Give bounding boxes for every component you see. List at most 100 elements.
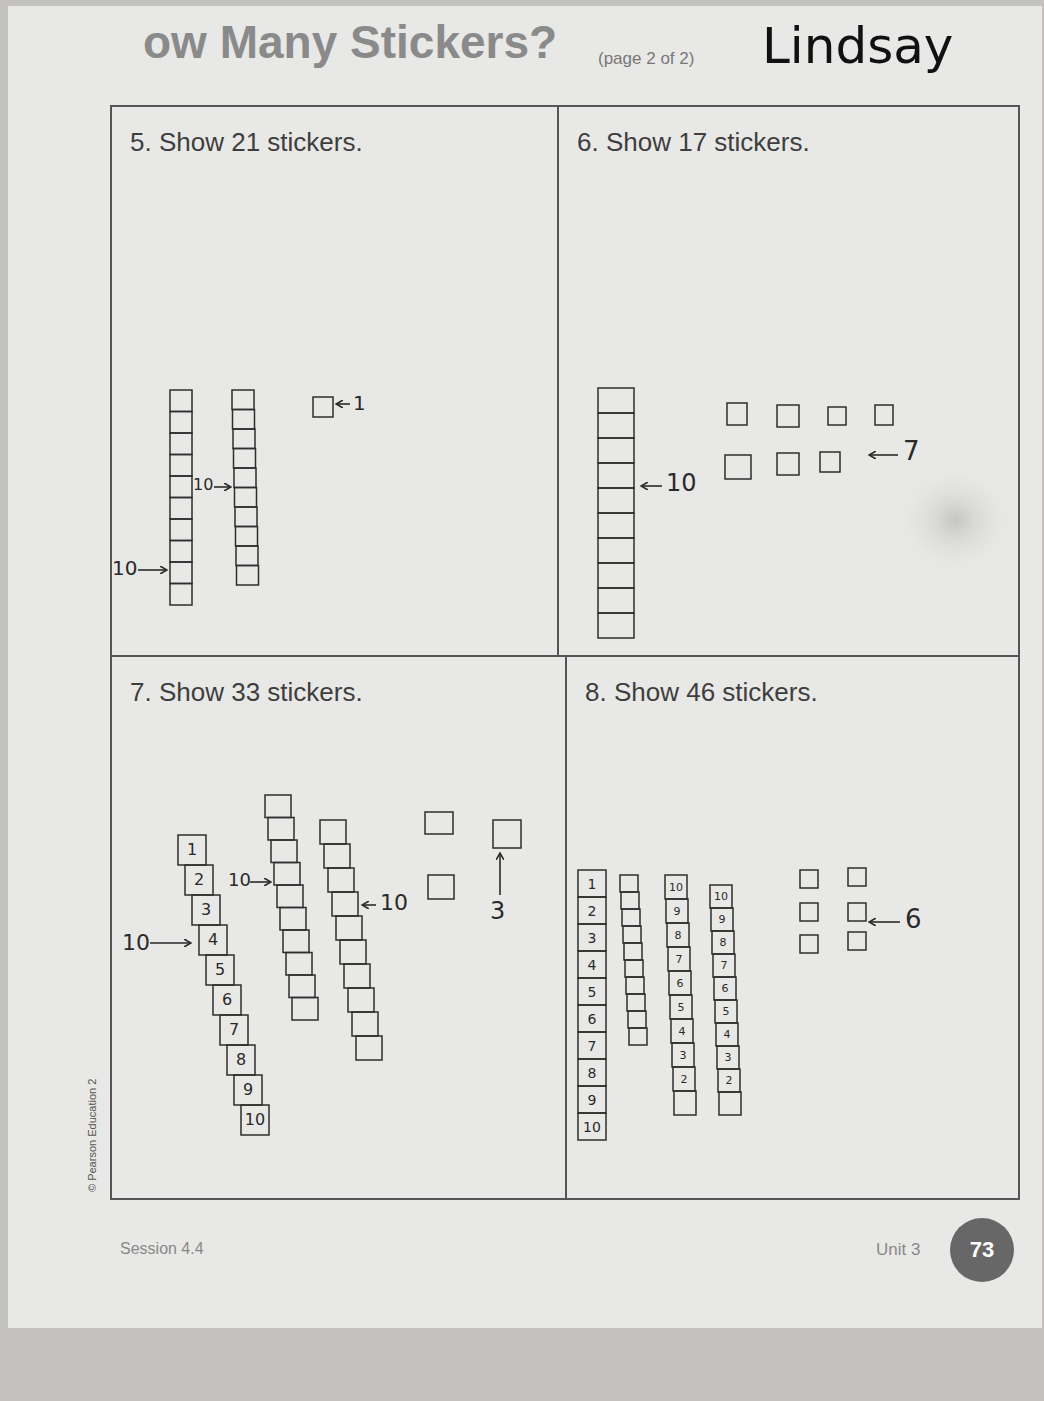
sticker-square	[236, 546, 258, 566]
sticker-square	[667, 923, 689, 947]
problem-panel: 6. Show 17 stickers.	[557, 105, 1020, 657]
sticker-square	[348, 988, 374, 1012]
hand-arrow	[250, 881, 270, 883]
sticker-square	[717, 1046, 739, 1069]
hand-arrow	[642, 485, 662, 487]
square-number: 1	[588, 877, 597, 891]
hand-arrow	[337, 403, 350, 405]
sticker-square	[170, 519, 192, 541]
square-number: 5	[678, 1002, 685, 1013]
sticker-square	[621, 892, 639, 909]
sticker-square	[578, 978, 606, 1005]
sticker-square	[622, 909, 640, 926]
hand-count: 10	[122, 930, 150, 955]
sticker-square	[627, 994, 645, 1011]
square-number: 2	[588, 904, 597, 918]
square-number: 4	[208, 932, 218, 948]
square-number: 5	[588, 985, 597, 999]
copyright: © Pearson Education 2	[86, 1079, 99, 1192]
sticker-square	[669, 971, 691, 995]
sticker-square	[598, 588, 634, 613]
sticker-square	[493, 820, 521, 848]
sticker-square	[234, 449, 256, 469]
sticker-square	[578, 1059, 606, 1086]
square-number: 8	[675, 930, 682, 941]
hand-count: 10	[193, 476, 213, 494]
sticker-square	[199, 925, 227, 955]
sticker-square	[170, 390, 192, 412]
sticker-square	[598, 438, 634, 463]
hand-count: 10	[380, 890, 408, 915]
hand-arrow	[138, 569, 166, 571]
sticker-square	[713, 954, 735, 977]
sticker-square	[625, 960, 643, 977]
sticker-square	[206, 955, 234, 985]
hand-arrow	[870, 454, 898, 456]
hand-count: 10	[112, 557, 137, 580]
sticker-square	[277, 885, 303, 908]
square-number: 6	[722, 983, 729, 994]
sticker-square	[178, 835, 206, 865]
sticker-square	[274, 863, 300, 886]
sticker-square	[313, 397, 333, 417]
hand-count: 1	[353, 392, 366, 415]
sticker-square	[241, 1105, 269, 1135]
sticker-square	[820, 452, 840, 472]
student-name: Lindsay	[762, 18, 953, 76]
sticker-square	[800, 870, 818, 888]
sticker-square	[233, 410, 255, 430]
sticker-square	[578, 924, 606, 951]
square-number: 2	[681, 1074, 688, 1085]
sticker-square	[716, 1023, 738, 1046]
sticker-square	[715, 1000, 737, 1023]
sticker-square	[170, 455, 192, 477]
sticker-square	[428, 875, 454, 899]
sticker-square	[232, 390, 254, 410]
sticker-square	[800, 935, 818, 953]
sticker-square	[620, 875, 638, 892]
sticker-square	[170, 412, 192, 434]
sticker-square	[286, 953, 312, 976]
square-number: 9	[243, 1082, 253, 1098]
sticker-square	[671, 1019, 693, 1043]
square-number: 7	[588, 1039, 597, 1053]
hand-count: 10	[666, 470, 697, 498]
sticker-square	[213, 985, 241, 1015]
sticker-square	[578, 951, 606, 978]
sticker-square	[848, 903, 866, 921]
hand-arrows	[138, 404, 900, 943]
problem-panel: 8. Show 46 stickers.	[565, 655, 1020, 1200]
sticker-square	[235, 507, 257, 527]
hand-count: 7	[903, 437, 920, 467]
hand-arrow	[870, 921, 900, 923]
square-number: 1	[187, 842, 197, 858]
sticker-square	[777, 405, 799, 427]
page-badge	[950, 1218, 1014, 1282]
sticker-square	[725, 455, 751, 479]
square-number: 8	[720, 937, 727, 948]
sticker-square	[578, 870, 606, 897]
sticker-square	[598, 463, 634, 488]
problem-heading: 6. Show 17 stickers.	[577, 127, 810, 158]
square-number: 3	[725, 1052, 732, 1063]
sticker-square	[672, 1043, 694, 1067]
sticker-square	[777, 453, 799, 475]
sticker-square	[629, 1028, 647, 1045]
sticker-square	[710, 885, 732, 908]
square-number: 8	[236, 1052, 246, 1068]
square-number: 4	[588, 958, 597, 972]
hand-arrow	[150, 942, 190, 944]
square-number: 6	[222, 992, 232, 1008]
sticker-square	[280, 908, 306, 931]
sticker-square	[624, 943, 642, 960]
hand-count: 10	[228, 870, 251, 891]
problem-heading: 8. Show 46 stickers.	[585, 677, 818, 708]
sticker-square	[236, 527, 258, 547]
sticker-square	[336, 916, 362, 940]
square-number: 2	[726, 1075, 733, 1086]
sticker-square	[598, 488, 634, 513]
sticker-square	[170, 562, 192, 584]
sticker-square	[234, 1075, 262, 1105]
square-number: 8	[588, 1066, 597, 1080]
